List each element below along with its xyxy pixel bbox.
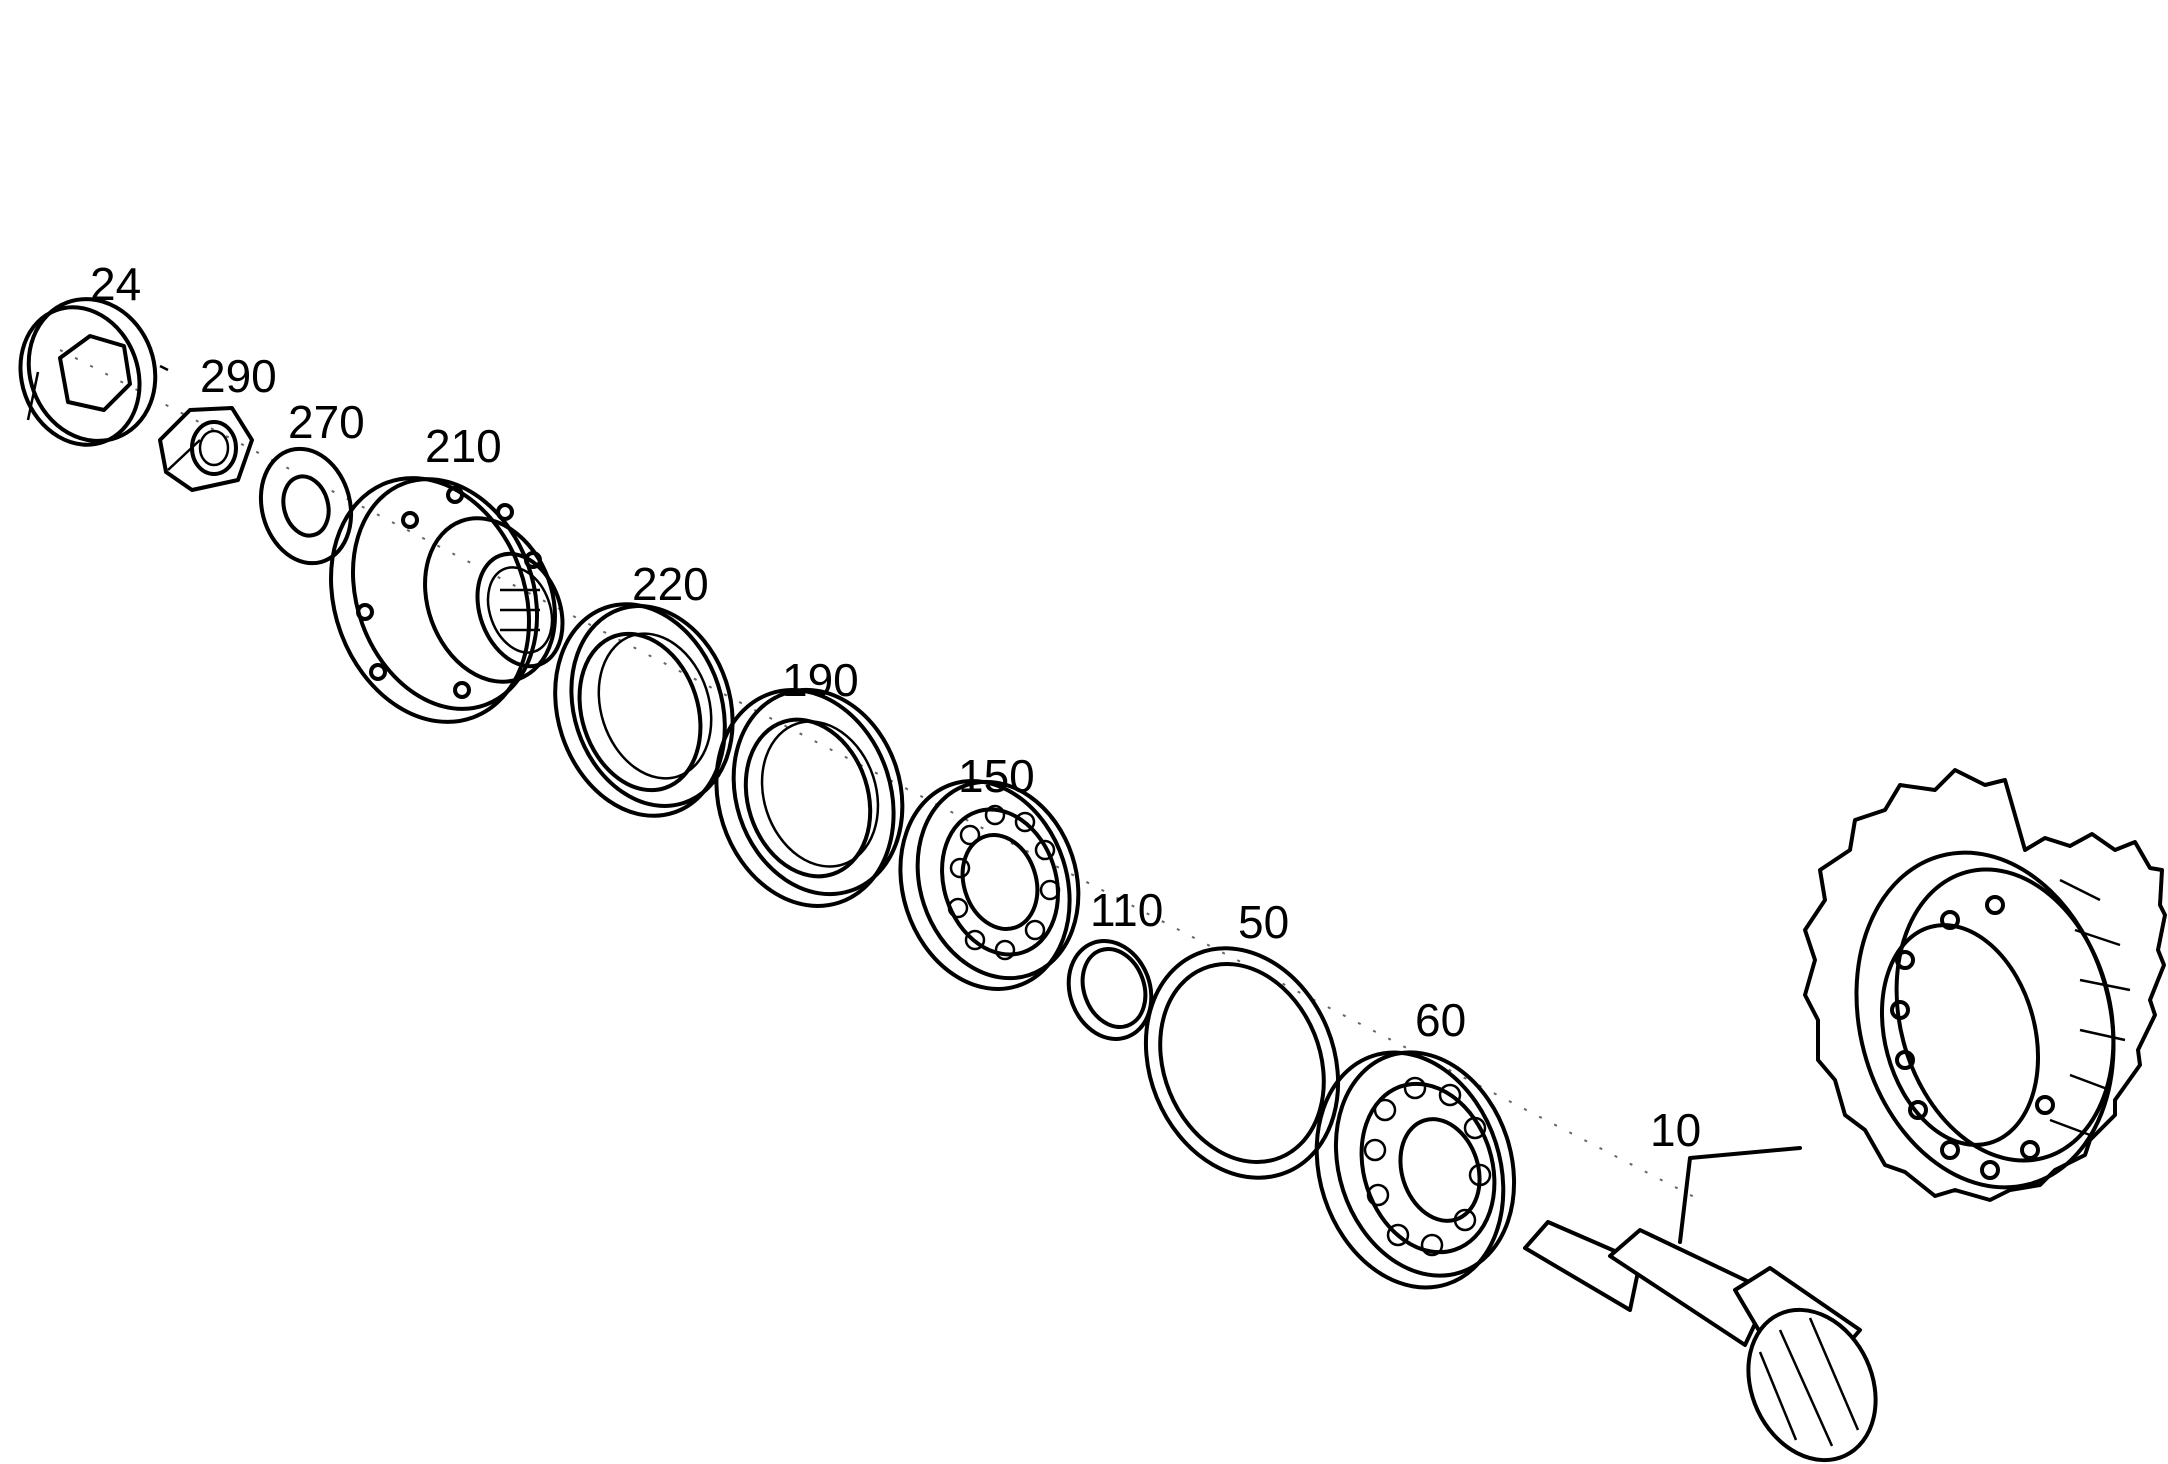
label-270: 270: [288, 396, 365, 448]
part-10-crown-wheel: [1803, 768, 2167, 1202]
label-190: 190: [782, 654, 859, 706]
part-50-thrust-washer: [1143, 946, 1341, 1180]
assembly-axis-line: [59, 349, 1701, 1201]
label-10: 10: [1650, 1104, 1701, 1156]
label-150: 150: [958, 750, 1035, 802]
label-24: 24: [90, 258, 141, 310]
part-270-washer: [258, 446, 354, 566]
label-50: 50: [1238, 896, 1289, 948]
part-60-taper-roller-bearing: [1314, 1050, 1517, 1290]
part-24-slotted-nut-cap: [18, 297, 169, 447]
part-10-pinion-shaft: [1523, 1220, 1878, 1463]
label-210: 210: [425, 420, 502, 472]
leader-line-10: [1678, 1146, 1802, 1244]
part-150-roller-bearing: [898, 779, 1081, 991]
part-110-retaining-ring: [1066, 939, 1154, 1041]
label-220: 220: [632, 558, 709, 610]
label-110: 110: [1090, 884, 1163, 936]
label-60: 60: [1415, 994, 1466, 1046]
part-210-flange: [329, 476, 565, 724]
part-190-seal-ring: [714, 687, 905, 908]
part-220-shaft-seal: [553, 602, 735, 818]
label-290: 290: [200, 350, 277, 402]
part-290-hex-nut: [158, 406, 254, 492]
